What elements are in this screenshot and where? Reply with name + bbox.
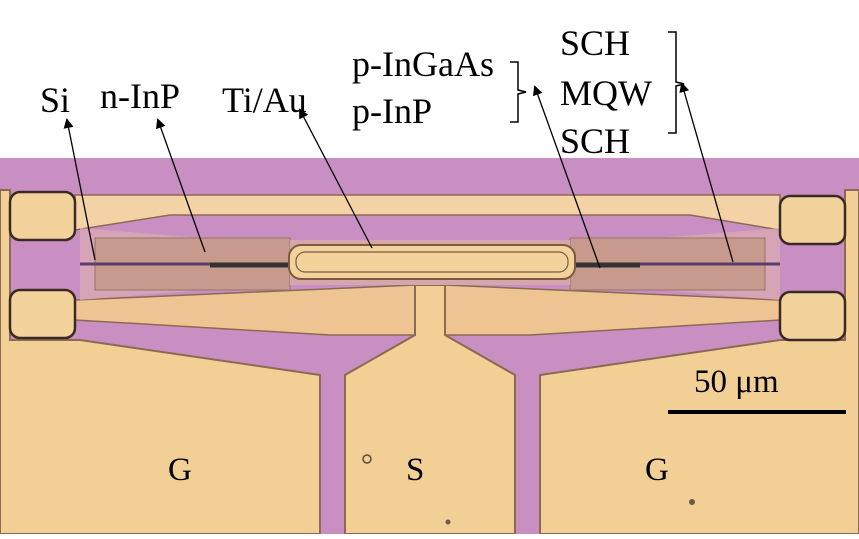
arrow-ti-au: [299, 108, 373, 249]
label-mqw: MQW: [560, 73, 652, 113]
pad-top-left: [8, 190, 77, 242]
label-sch-bottom: SCH: [560, 121, 631, 161]
label-p-inp: p-InP: [352, 91, 432, 131]
label-n-inp: n-InP: [100, 76, 180, 116]
surface-speck: [689, 499, 695, 505]
surface-speck: [362, 454, 372, 464]
arrow-si: [63, 118, 96, 261]
ti-au-electrode-inner: [295, 251, 569, 273]
label-si: Si: [40, 80, 71, 120]
bracket-p-layers: [510, 61, 527, 123]
arrow-n-inp: [155, 118, 206, 253]
pad-bottom-right: [778, 290, 847, 342]
header-background: [0, 0, 859, 158]
arrow-p-layers: [532, 85, 601, 269]
pad-label-ground-right: G: [645, 452, 669, 488]
arrow-active-layers: [679, 82, 734, 263]
pad-label-signal: S: [406, 452, 425, 488]
label-ti-au: Ti/Au: [222, 80, 307, 120]
label-sch-top: SCH: [560, 23, 631, 63]
pad-top-right: [778, 194, 847, 246]
label-p-ingaas: p-InGaAs: [352, 44, 494, 84]
pad-bottom-left: [8, 288, 77, 340]
surface-speck: [445, 519, 451, 525]
scale-bar-label: 50 μm: [694, 364, 779, 400]
pad-label-ground-left: G: [168, 452, 192, 488]
ti-au-electrode: [288, 244, 576, 280]
